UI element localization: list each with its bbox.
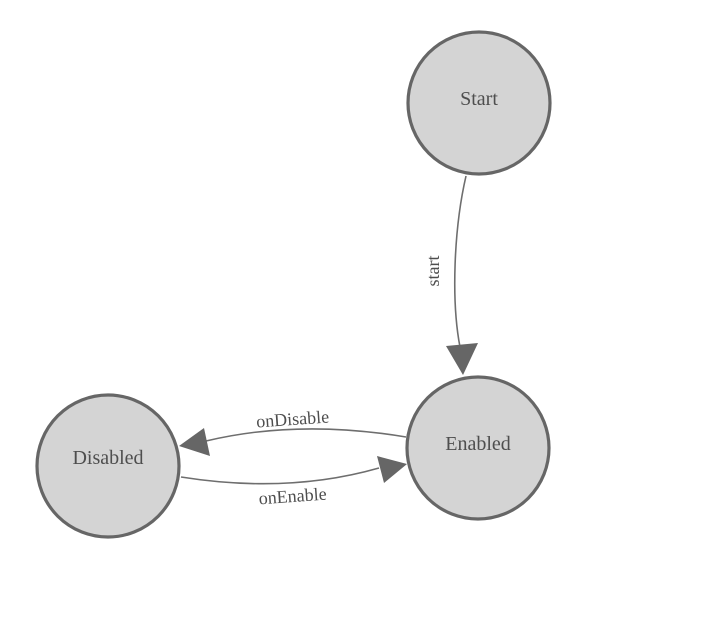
state-node-disabled: Disabled — [35, 393, 181, 539]
edge-line-start — [454, 175, 467, 348]
state-circle-enabled — [405, 375, 551, 521]
arrowhead-into-enabled-from-start — [446, 343, 478, 375]
edge-line-ondisable — [205, 428, 407, 442]
edge-label-onenable: onEnable — [258, 484, 327, 509]
state-label-disabled: Disabled — [72, 447, 143, 469]
state-circle-disabled — [35, 393, 181, 539]
transition-start-to-enabled: start — [423, 175, 478, 375]
arrowhead-into-disabled — [179, 428, 210, 456]
transition-enabled-to-disabled: onDisable — [179, 406, 407, 456]
arrowhead-into-enabled-from-disabled — [377, 456, 407, 483]
edge-label-ondisable: onDisable — [255, 406, 329, 431]
state-label-enabled: Enabled — [445, 433, 511, 455]
state-node-enabled: Enabled — [405, 375, 551, 521]
edge-line-onenable — [180, 467, 380, 485]
state-label-start: Start — [460, 88, 498, 110]
state-circle-start — [406, 30, 552, 176]
transition-disabled-to-enabled: onEnable — [180, 456, 407, 509]
edge-label-start: start — [423, 256, 443, 287]
state-node-start: Start — [406, 30, 552, 176]
